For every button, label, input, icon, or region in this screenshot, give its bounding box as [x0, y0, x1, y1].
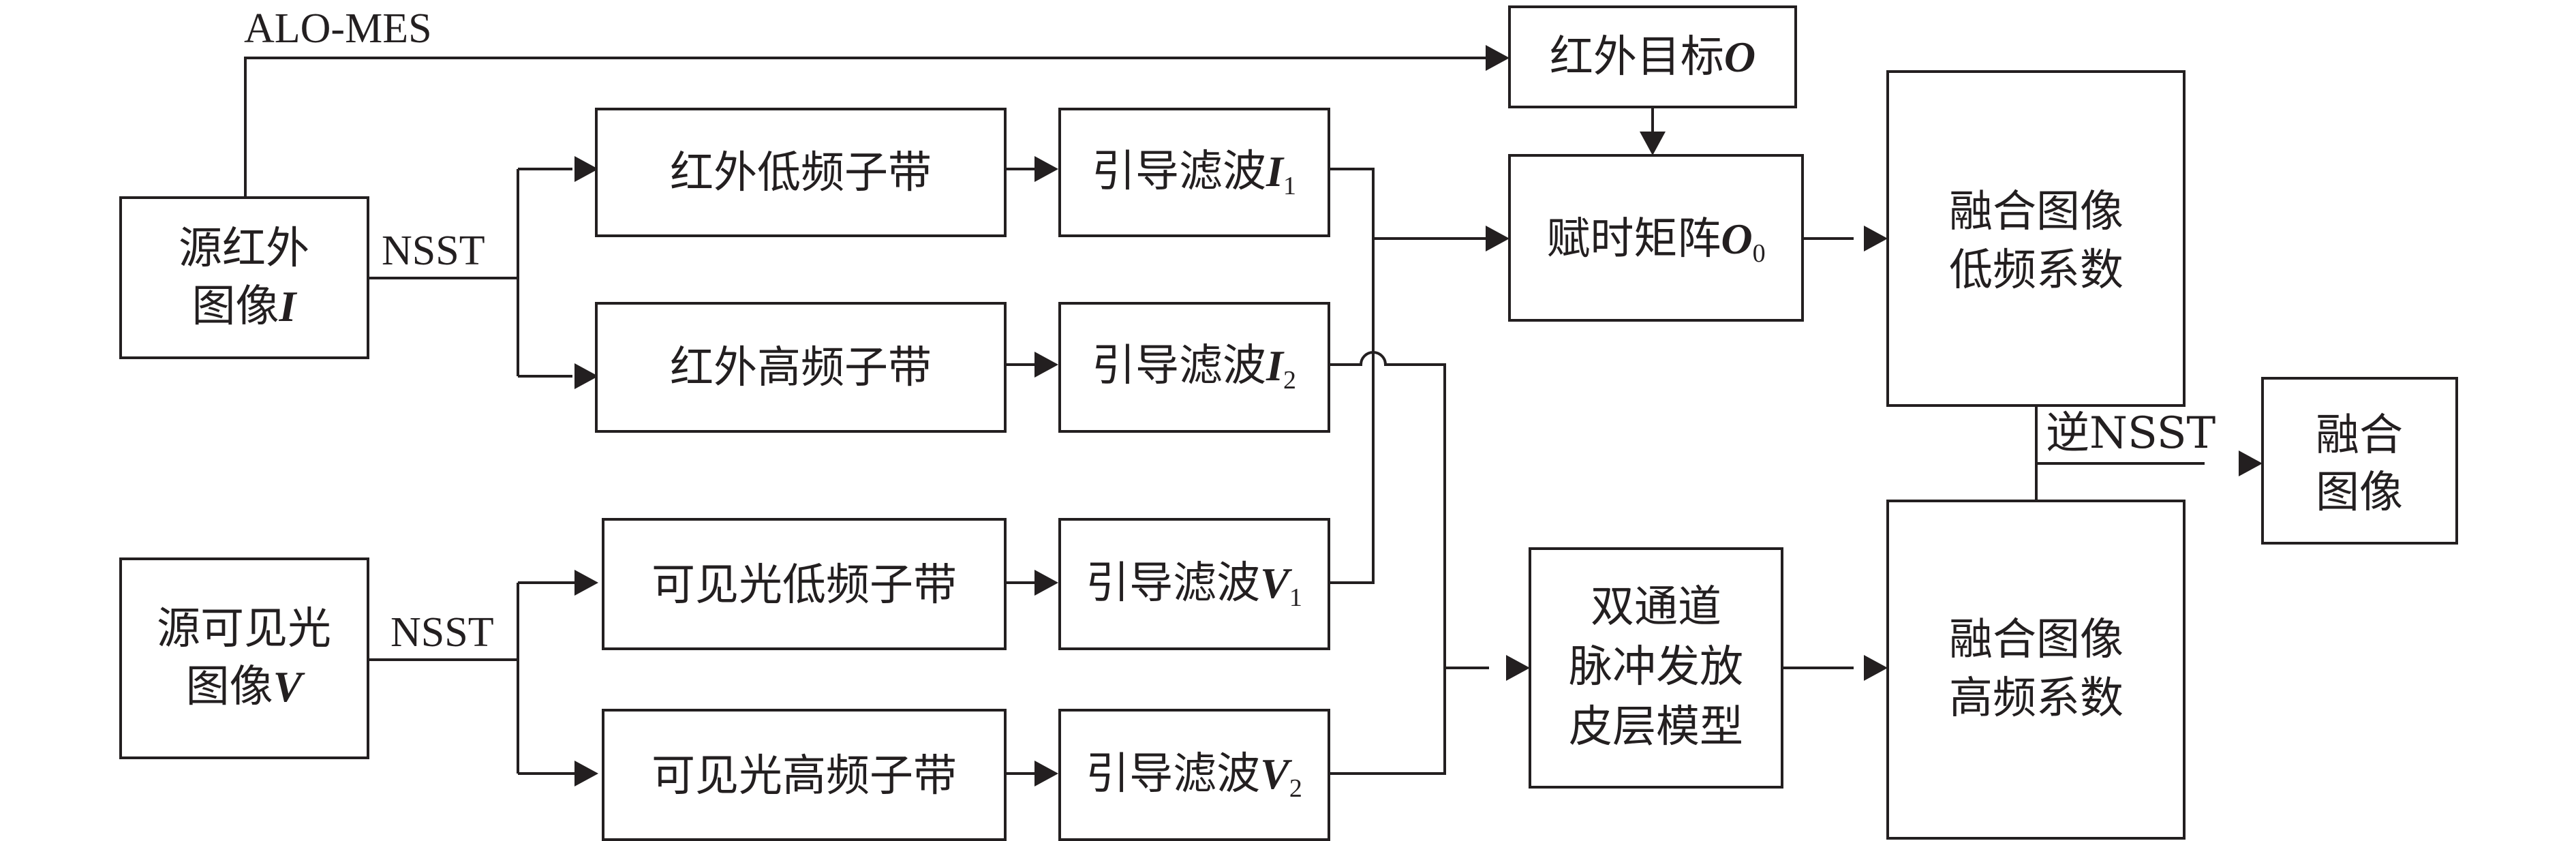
pcnn-model-box: 双通道 脉冲发放 皮层模型 — [1529, 547, 1783, 789]
weight-matrix-label: 赋时矩阵O0 — [1546, 214, 1765, 268]
source-ir-box: 源红外 图像I — [119, 196, 369, 359]
ir-target-label: 红外目标O — [1550, 32, 1755, 82]
arrowhead-pcnn — [1506, 655, 1530, 681]
arrowhead-ir-high — [574, 363, 598, 389]
source-ir-line2: 图像I — [192, 281, 298, 332]
arrowhead-gf-v2 — [1034, 761, 1058, 786]
fused-image-box: 融合 图像 — [2261, 377, 2458, 545]
arrowhead-fused-image — [2239, 450, 2263, 476]
guided-filter-i2-label: 引导滤波I2 — [1092, 341, 1296, 395]
fused-low-line2: 低频系数 — [1949, 245, 2123, 296]
vis-high-band-box: 可见光高频子带 — [602, 709, 1007, 841]
arrowhead-gf-i2 — [1034, 352, 1058, 378]
arrowhead-weight-matrix — [1486, 226, 1509, 251]
source-vis-line1: 源可见光 — [157, 604, 331, 654]
arrowhead-vis-low — [574, 570, 598, 596]
inverse-nsst-connector — [2035, 406, 2205, 501]
fused-low-line1: 融合图像 — [1949, 187, 2123, 237]
pcnn-line2: 脉冲发放 — [1569, 642, 1743, 692]
arrowhead-weight-matrix-top — [1640, 132, 1666, 155]
guided-filter-i1-label: 引导滤波I1 — [1092, 147, 1296, 200]
source-vis-box: 源可见光 图像V — [119, 557, 369, 759]
ir-target-box: 红外目标O — [1508, 5, 1797, 108]
guided-filter-v2-box: 引导滤波V2 — [1058, 709, 1330, 841]
guided-filter-i1-box: 引导滤波I1 — [1058, 108, 1330, 237]
vis-high-band-label: 可见光高频子带 — [651, 751, 957, 801]
ir-low-band-box: 红外低频子带 — [595, 108, 1007, 237]
arrowhead-fused-high — [1864, 655, 1888, 681]
connectors — [244, 57, 2205, 775]
fused-high-line1: 融合图像 — [1949, 615, 2123, 665]
gf-low-merge-connector — [1329, 168, 1489, 584]
source-vis-line2: 图像V — [186, 662, 306, 712]
gf-high-merge-connector — [1329, 351, 1489, 775]
guided-filter-i2-box: 引导滤波I2 — [1058, 302, 1330, 433]
vis-low-band-label: 可见光低频子带 — [651, 560, 957, 611]
ir-low-band-label: 红外低频子带 — [670, 148, 932, 198]
guided-filter-v2-label: 引导滤波V2 — [1086, 749, 1302, 803]
inverse-nsst-label: 逆NSST — [2046, 408, 2216, 459]
weight-matrix-box: 赋时矩阵O0 — [1508, 154, 1804, 322]
fused-low-coeff-box: 融合图像 低频系数 — [1886, 70, 2186, 407]
guided-filter-v1-box: 引导滤波V1 — [1058, 518, 1330, 650]
fused-high-coeff-box: 融合图像 高频系数 — [1886, 500, 2186, 840]
ir-high-band-label: 红外高频子带 — [670, 343, 932, 393]
nsst-ir-label: NSST — [382, 228, 485, 274]
nsst-vis-label: NSST — [390, 609, 494, 656]
fused-image-line1: 融合 — [2316, 410, 2403, 461]
nsst-ir-connector — [368, 168, 572, 378]
arrowhead-ir-low — [574, 156, 598, 182]
arrowhead-fused-low — [1864, 226, 1888, 251]
vis-low-band-box: 可见光低频子带 — [602, 518, 1007, 650]
pcnn-line1: 双通道 — [1591, 582, 1721, 632]
alo-mes-connector — [244, 57, 1489, 198]
arrowhead-gf-i1 — [1034, 156, 1058, 182]
ir-high-band-box: 红外高频子带 — [595, 302, 1007, 433]
fused-high-line2: 高频系数 — [1949, 673, 2123, 724]
arrowheads — [574, 45, 2263, 786]
source-ir-line1: 源红外 — [179, 224, 309, 274]
arrowhead-gf-v1 — [1034, 570, 1058, 596]
arrowhead-ir-target — [1486, 45, 1509, 71]
fused-image-line2: 图像 — [2316, 468, 2403, 518]
alo-mes-label: ALO-MES — [244, 5, 432, 52]
arrowhead-vis-high — [574, 761, 598, 786]
pcnn-line3: 皮层模型 — [1569, 702, 1743, 752]
guided-filter-v1-label: 引导滤波V1 — [1086, 558, 1302, 612]
nsst-vis-connector — [368, 581, 586, 775]
